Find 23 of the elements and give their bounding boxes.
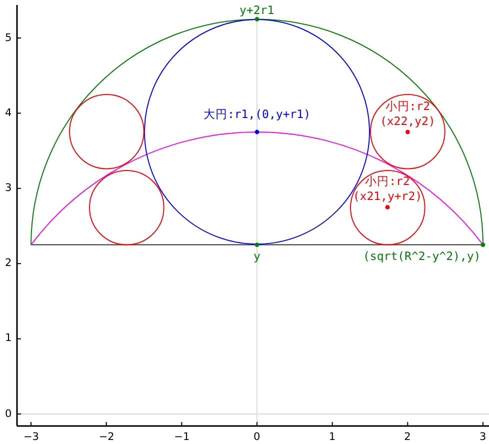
tick-label: 5 [5,32,12,44]
tick-label: 3 [5,182,12,195]
circle-label: 大円:r1,(0,y+r1) [202,107,312,122]
circle-label: 小円:r2 (x21,y+r2) [352,174,424,204]
point-label: (sqrt(R^2-y^2),y) [363,250,481,262]
point-label: y+2r1 [240,4,274,16]
circle-label: 小円:r2 (x22,y2) [378,98,436,129]
tick-label: −1 [174,430,190,444]
circle [88,170,164,245]
tick-label: 0 [254,430,260,444]
circle [370,94,446,170]
circle [68,94,144,170]
tick-label: 2 [404,430,411,444]
circle [350,170,426,245]
tick-label: 4 [5,106,12,120]
tick-label: 0 [5,408,12,420]
tick-label: −3 [24,430,39,444]
tick-label: 1 [5,332,12,346]
tick-label: −2 [98,430,114,444]
tick-label: 3 [479,430,486,444]
tick-label: 1 [328,430,336,444]
point-label: y [254,250,260,262]
tick-label: 2 [5,257,12,270]
